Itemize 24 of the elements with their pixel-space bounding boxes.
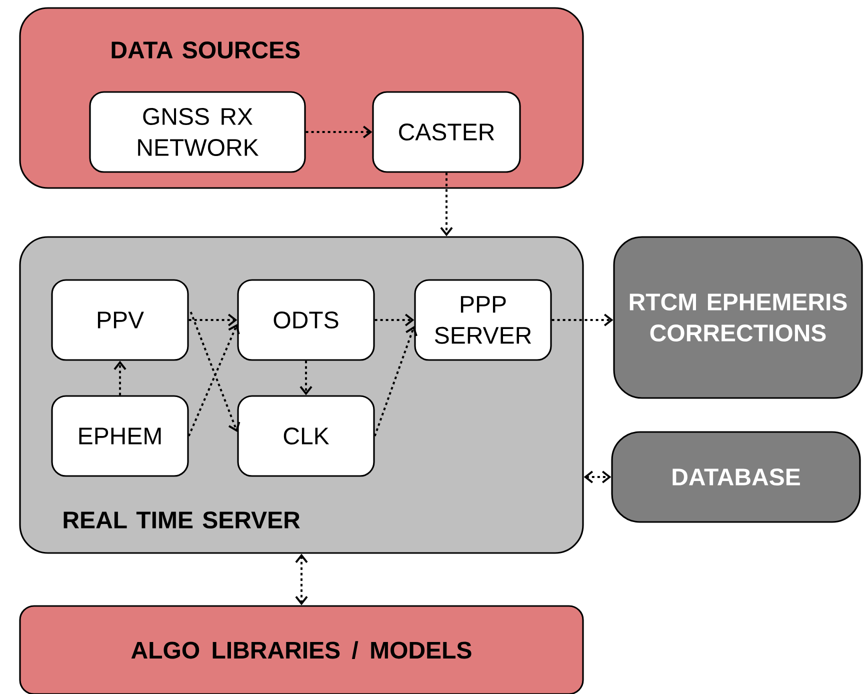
process-box: ODTS	[237, 279, 375, 361]
process-box: CASTER	[372, 91, 521, 173]
arrow	[188, 314, 238, 326]
arrow	[306, 126, 372, 138]
arrow	[584, 470, 612, 484]
process-box: PPV	[51, 279, 189, 361]
arrow	[295, 554, 308, 606]
arrow	[300, 360, 312, 396]
arrow	[552, 314, 614, 326]
process-box: GNSS RX NETWORK	[89, 91, 306, 173]
arrow	[440, 172, 453, 236]
arrow	[374, 314, 414, 326]
output-box: DATABASE	[611, 431, 861, 523]
group-heading: DATA SOURCES	[112, 42, 300, 58]
arrow	[188, 324, 240, 436]
process-box: CLK	[237, 395, 375, 477]
process-box: EPHEM	[51, 395, 189, 477]
output-box: RTCM EPHEMERIS CORRECTIONS	[613, 236, 863, 399]
arrow	[190, 312, 240, 432]
library-band: ALGO LIBRARIES / MODELS	[19, 605, 584, 694]
arrow	[374, 326, 418, 436]
arrow	[114, 360, 126, 396]
process-box: PPP SERVER	[414, 279, 552, 361]
group-heading: REAL TIME SERVER	[64, 512, 300, 528]
